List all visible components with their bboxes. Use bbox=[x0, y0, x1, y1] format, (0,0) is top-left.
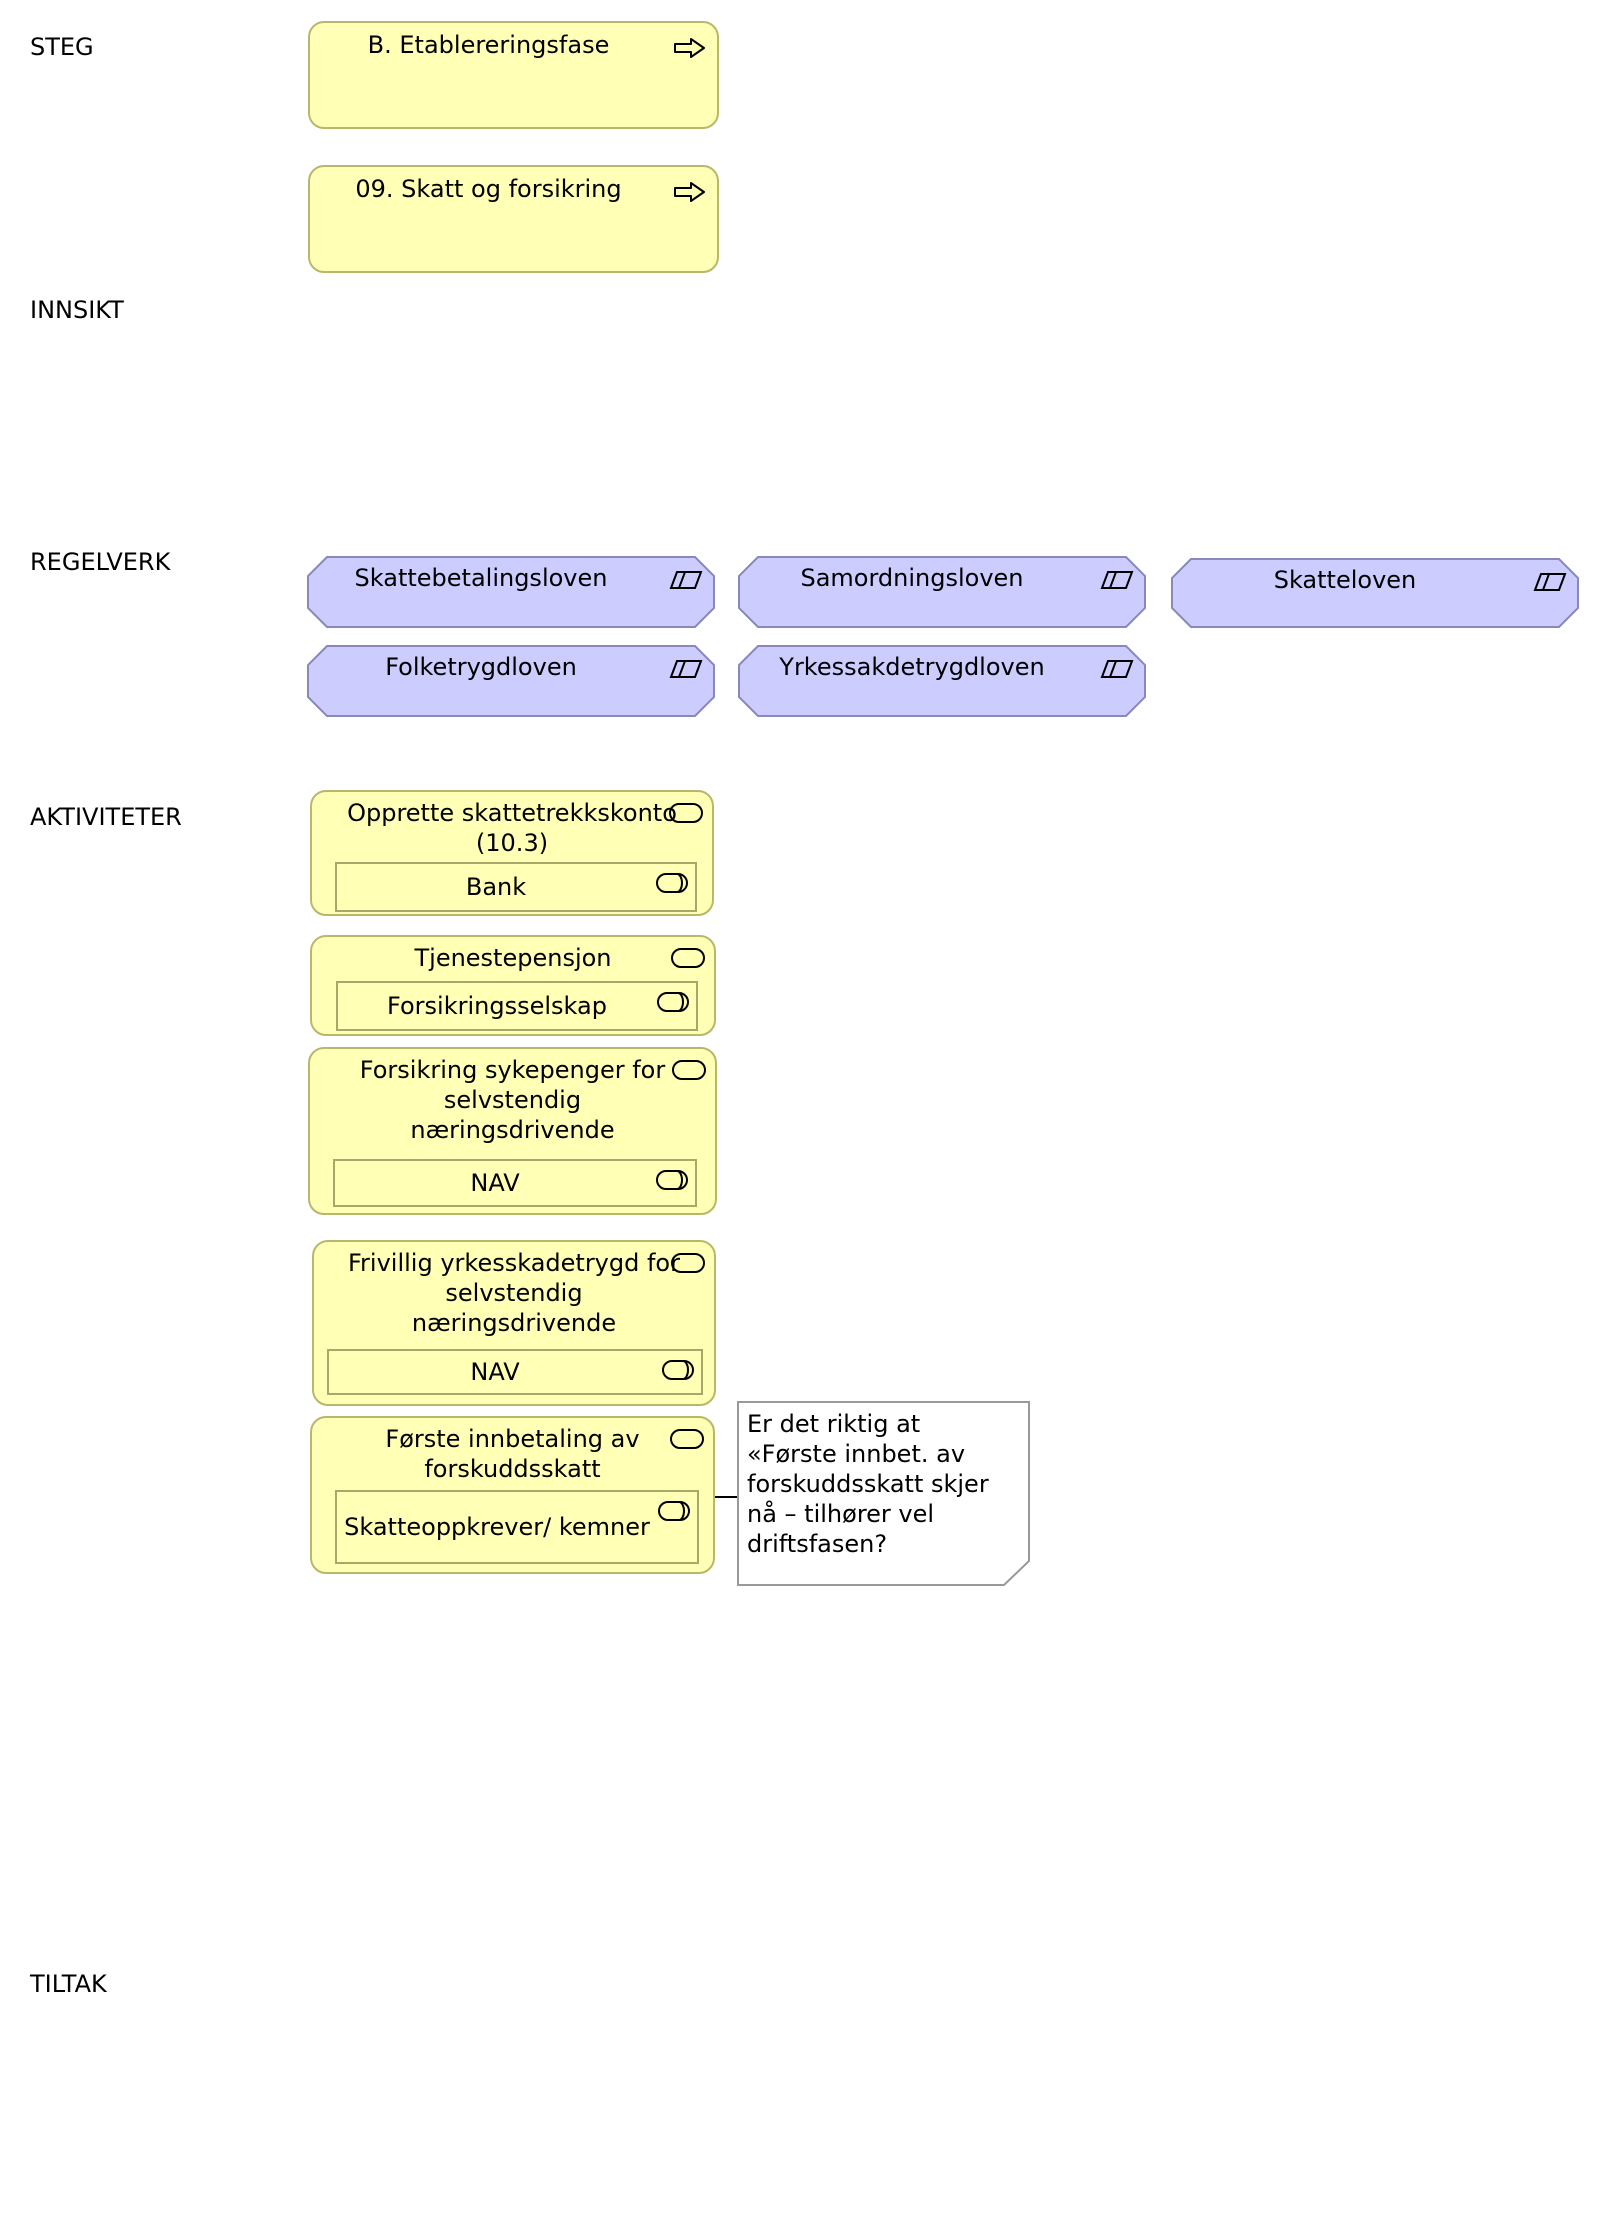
activity-label: Tjenestepensjon bbox=[414, 944, 612, 972]
law-box[interactable]: Skattebetalingsloven bbox=[307, 556, 715, 628]
step-label: 09. Skatt og forsikring bbox=[355, 175, 622, 203]
activity-label: Frivillig yrkesskadetrygd for selvstendi… bbox=[348, 1249, 680, 1337]
activity-box[interactable]: Forsikring sykepenger for selvstendig næ… bbox=[308, 1047, 717, 1215]
interface-icon bbox=[656, 1170, 688, 1190]
actor-box[interactable]: NAV bbox=[333, 1159, 697, 1207]
law-box[interactable]: Skatteloven bbox=[1171, 558, 1579, 628]
activity-box[interactable]: Første innbetaling av forskuddsskatt Ska… bbox=[310, 1416, 715, 1574]
note-box[interactable]: Er det riktig at «Første innbet. av fors… bbox=[737, 1401, 1030, 1586]
activity-label: Opprette skattetrekkskonto (10.3) bbox=[347, 799, 677, 857]
activity-label: Forsikring sykepenger for selvstendig næ… bbox=[359, 1056, 666, 1144]
law-label: Skatteloven bbox=[1273, 566, 1417, 594]
actor-box[interactable]: NAV bbox=[327, 1349, 703, 1395]
representation-icon bbox=[669, 660, 703, 678]
interface-icon bbox=[657, 992, 689, 1012]
lane-label-steg: STEG bbox=[30, 33, 94, 61]
law-shape bbox=[307, 645, 715, 717]
representation-icon bbox=[1533, 573, 1567, 591]
law-box[interactable]: Yrkessakdetrygdloven bbox=[738, 645, 1146, 717]
activity-box[interactable]: Frivillig yrkesskadetrygd for selvstendi… bbox=[312, 1240, 716, 1406]
law-shape bbox=[738, 556, 1146, 628]
actor-label: NAV bbox=[470, 1169, 520, 1197]
lane-label-regelverk: REGELVERK bbox=[30, 548, 171, 576]
actor-label: NAV bbox=[470, 1358, 520, 1386]
law-box[interactable]: Folketrygdloven bbox=[307, 645, 715, 717]
service-icon bbox=[671, 948, 705, 968]
actor-box[interactable]: Bank bbox=[335, 862, 697, 912]
law-label: Samordningsloven bbox=[800, 564, 1024, 592]
service-icon bbox=[670, 1429, 704, 1449]
step-box[interactable]: B. Etablereringsfase bbox=[308, 21, 719, 129]
process-arrow-icon bbox=[674, 38, 705, 58]
activity-label: Første innbetaling av forskuddsskatt bbox=[385, 1425, 640, 1483]
actor-label: Skatteoppkrever/ kemner bbox=[344, 1513, 650, 1541]
activity-box[interactable]: Tjenestepensjon Forsikringsselskap bbox=[310, 935, 716, 1036]
note-shape bbox=[737, 1401, 1030, 1586]
interface-icon bbox=[658, 1501, 690, 1521]
service-icon bbox=[669, 803, 703, 823]
service-icon bbox=[672, 1060, 706, 1080]
actor-label: Forsikringsselskap bbox=[387, 992, 607, 1020]
law-label: Skattebetalingsloven bbox=[354, 564, 608, 592]
law-shape bbox=[1171, 558, 1579, 628]
actor-box[interactable]: Forsikringsselskap bbox=[336, 981, 698, 1031]
process-arrow-icon bbox=[674, 182, 705, 202]
service-icon bbox=[671, 1253, 705, 1273]
note-connector bbox=[715, 1496, 738, 1498]
actor-label: Bank bbox=[465, 873, 527, 901]
law-box[interactable]: Samordningsloven bbox=[738, 556, 1146, 628]
representation-icon bbox=[1100, 660, 1134, 678]
lane-label-aktiviteter: AKTIVITETER bbox=[30, 803, 182, 831]
note-text: Er det riktig at «Første innbet. av fors… bbox=[747, 1410, 989, 1558]
representation-icon bbox=[1100, 571, 1134, 589]
interface-icon bbox=[662, 1360, 694, 1380]
step-box[interactable]: 09. Skatt og forsikring bbox=[308, 165, 719, 273]
activity-box[interactable]: Opprette skattetrekkskonto (10.3) Bank bbox=[310, 790, 714, 916]
law-label: Yrkessakdetrygdloven bbox=[779, 653, 1045, 681]
lane-label-tiltak: TILTAK bbox=[30, 1970, 107, 1998]
law-shape bbox=[307, 556, 715, 628]
lane-label-innsikt: INNSIKT bbox=[30, 296, 124, 324]
actor-box[interactable]: Skatteoppkrever/ kemner bbox=[335, 1490, 699, 1564]
step-label: B. Etablereringsfase bbox=[367, 31, 610, 59]
law-label: Folketrygdloven bbox=[385, 653, 577, 681]
interface-icon bbox=[656, 873, 688, 893]
law-shape bbox=[738, 645, 1146, 717]
representation-icon bbox=[669, 571, 703, 589]
